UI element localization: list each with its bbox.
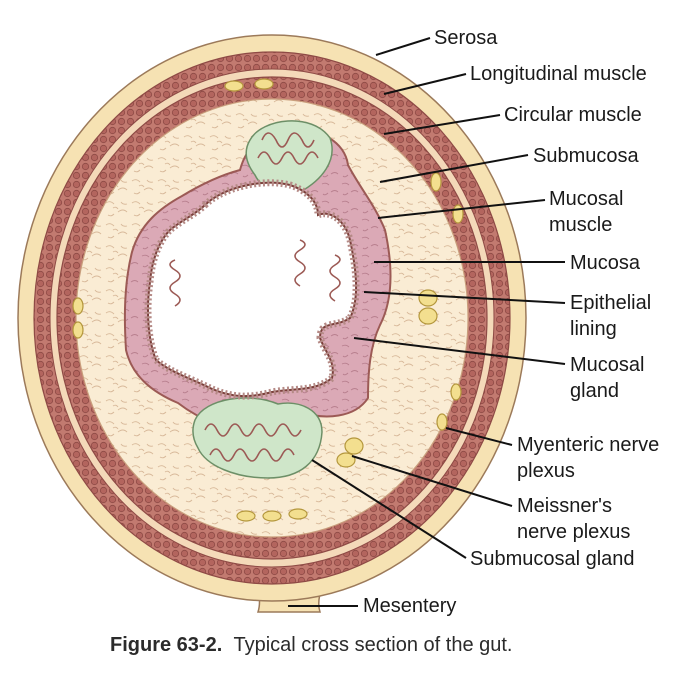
label-submucosal-gland: Submucosal gland xyxy=(470,548,635,570)
leader-meissners-nerve-plexus xyxy=(351,455,513,507)
leader-mucosal-gland xyxy=(353,337,566,365)
label-mucosal-muscle: Mucosal muscle xyxy=(549,188,629,236)
label-longitudinal-muscle: Longitudinal muscle xyxy=(470,63,647,85)
leader-lines xyxy=(288,37,566,607)
label-epithelial-lining: Epithelial lining xyxy=(570,292,657,340)
figure-caption-text: Typical cross section of the gut. xyxy=(233,634,512,656)
leader-epithelial-lining xyxy=(363,291,566,304)
upper-gland-region xyxy=(245,120,333,196)
label-circular-muscle: Circular muscle xyxy=(504,104,642,126)
diagram-labels: Serosa Longitudinal muscle Circular musc… xyxy=(363,27,665,617)
label-mesentery: Mesentery xyxy=(363,595,456,617)
figure-number: Figure 63-2. xyxy=(110,634,222,656)
label-mucosa: Mucosa xyxy=(570,252,641,274)
mucosal-glands xyxy=(169,132,341,462)
leader-serosa xyxy=(375,37,431,56)
label-serosa: Serosa xyxy=(434,27,498,49)
lumen xyxy=(147,181,358,398)
leader-myenteric-nerve-plexus xyxy=(445,427,513,446)
figure-caption: Figure 63-2. Typical cross section of th… xyxy=(110,634,513,656)
label-submucosa: Submucosa xyxy=(533,145,639,167)
leader-mucosal-muscle xyxy=(377,199,546,219)
leader-circular-muscle xyxy=(383,114,501,135)
leader-submucosa xyxy=(379,154,529,183)
submucosal-gland-region xyxy=(192,397,323,479)
label-myenteric-nerve-plexus: Myenteric nerve plexus xyxy=(517,434,665,482)
leader-submucosal-gland xyxy=(311,459,467,559)
label-meissners-nerve-plexus: Meissner's nerve plexus xyxy=(517,495,630,543)
label-mucosal-gland: Mucosal gland xyxy=(570,354,650,402)
leader-longitudinal-muscle xyxy=(383,73,467,95)
